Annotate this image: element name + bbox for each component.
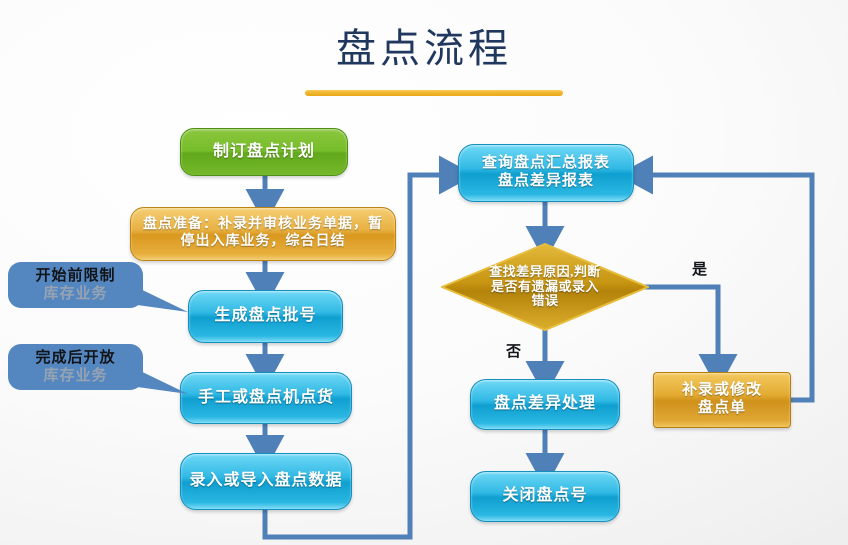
callout-restrict-line2: 库存业务 xyxy=(43,286,108,302)
node-make-count-plan-label: 制订盘点计划 xyxy=(212,142,315,160)
node-handle-variance[interactable]: 盘点差异处理 xyxy=(470,379,620,430)
node-enter-or-import-data[interactable]: 录入或导入盘点数据 xyxy=(180,453,352,510)
title-underline-rule xyxy=(305,90,563,96)
node-query-report-line1: 查询盘点汇总报表 xyxy=(481,155,610,172)
node-close-count-number[interactable]: 关闭盘点号 xyxy=(470,471,620,522)
node-add-or-modify-line2: 盘点单 xyxy=(697,400,746,416)
node-count-preparation-label: 盘点准备：补录并审核业务单据，暂停出入库业务，综合日结 xyxy=(143,217,383,249)
branch-label-no: 否 xyxy=(506,344,522,360)
node-count-preparation[interactable]: 盘点准备：补录并审核业务单据，暂停出入库业务，综合日结 xyxy=(130,207,396,261)
wire-decision-yes-to-fix xyxy=(618,284,738,390)
node-manual-or-device-count[interactable]: 手工或盘点机点货 xyxy=(180,372,352,424)
node-manual-or-device-count-label: 手工或盘点机点货 xyxy=(197,388,334,406)
callout-tail-restrict xyxy=(130,284,188,312)
callout-reopen-after-finish: 完成后开放 库存业务 xyxy=(8,344,143,390)
node-enter-or-import-data-label: 录入或导入盘点数据 xyxy=(189,472,343,490)
node-find-variance-cause-label: 查找差异原因,判断是否有遗漏或录入错误 xyxy=(489,263,601,309)
node-make-count-plan[interactable]: 制订盘点计划 xyxy=(180,128,348,176)
node-query-summary-and-variance-report[interactable]: 查询盘点汇总报表 盘点差异报表 xyxy=(458,144,634,202)
node-generate-batch-number-label: 生成盘点批号 xyxy=(214,307,317,325)
node-generate-batch-number[interactable]: 生成盘点批号 xyxy=(188,290,343,343)
page-title: 盘点流程 xyxy=(336,26,512,71)
callout-reopen-line1: 完成后开放 xyxy=(35,350,116,366)
callout-reopen-line2: 库存业务 xyxy=(43,368,108,384)
node-handle-variance-label: 盘点差异处理 xyxy=(493,395,596,413)
node-close-count-number-label: 关闭盘点号 xyxy=(502,487,588,505)
callout-restrict-line1: 开始前限制 xyxy=(35,268,116,284)
callout-restrict-before-start: 开始前限制 库存业务 xyxy=(8,262,143,308)
node-query-report-line2: 盘点差异报表 xyxy=(497,173,594,189)
node-add-or-modify-line1: 补录或修改 xyxy=(681,382,762,399)
node-find-variance-cause-decision[interactable]: 查找差异原因,判断是否有遗漏或录入错误 xyxy=(441,243,649,331)
wire-fix-to-report xyxy=(617,155,815,403)
branch-label-yes: 是 xyxy=(692,262,708,278)
wire-entry-to-report xyxy=(262,155,475,540)
callout-tail-reopen xyxy=(130,366,188,394)
node-add-or-modify-count-sheet[interactable]: 补录或修改 盘点单 xyxy=(653,372,791,428)
